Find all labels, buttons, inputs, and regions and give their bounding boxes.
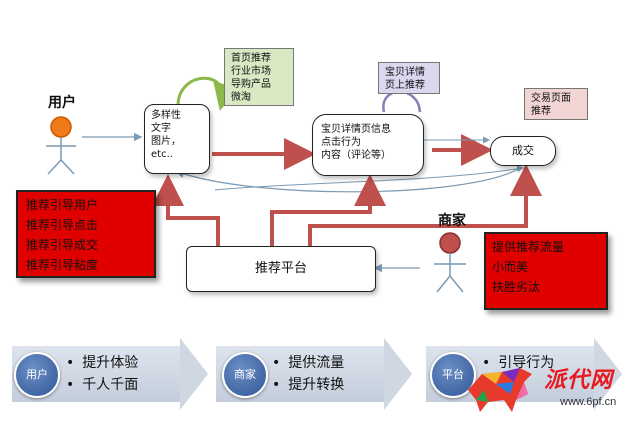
note-line: 页上推荐 [385,80,425,91]
band-merchant-circle: 商家 [222,352,268,398]
deal-node: 成交 [490,136,556,166]
band-user-circle: 用户 [14,352,60,398]
watermark-url: www.6pf.cn [560,396,617,408]
band-merchant-items: 提供流量 提升转换 [272,352,344,396]
detail-node-line: 内容（评论等） [321,150,391,161]
user-figure [46,116,76,175]
arrow-platform-to-content [152,174,220,246]
trade-rec-note: 交易页面 推荐 [524,88,588,120]
band-item: 提升体验 [66,352,138,374]
guidance-line: 推荐引导点击 [26,218,99,232]
content-node-line: 图片， [151,136,181,147]
content-node-line: 文字 [151,123,171,134]
merchant-figure [434,232,466,293]
note-line: 行业市场 [231,66,271,77]
band-user-items: 提升体验 千人千面 [66,352,138,396]
band-item: 千人千面 [66,374,138,396]
content-node: 多样性 文字 图片， etc.. [144,104,210,174]
content-node-line: etc.. [151,149,173,160]
note-line: 微淘 [231,92,251,103]
detail-node-line: 点击行为 [321,137,361,148]
user-label: 用户 [48,95,76,111]
guidance-line: 推荐引导粘度 [26,258,99,272]
benefit-line: 提供推荐流量 [492,240,565,254]
merchant-label: 商家 [438,213,466,229]
detail-node: 宝贝详情页信息 点击行为 内容（评论等） [312,114,424,176]
arrow-platform-to-detail [270,174,386,246]
guidance-line: 推荐引导成交 [26,238,99,252]
detail-node-line: 宝贝详情页信息 [321,124,391,135]
note-line: 交易页面 [531,93,571,104]
content-node-line: 多样性 [151,110,181,121]
loop-detail-rec [382,90,422,113]
user-guidance-box: 推荐引导用户 推荐引导点击 推荐引导成交 推荐引导粘度 [16,190,156,278]
arrow-platform-to-deal-red [308,164,542,246]
band-item: 提供流量 [272,352,344,374]
merchant-benefit-box: 提供推荐流量 小而美 扶胜劣汰 [484,232,608,310]
note-line: 导购产品 [231,79,271,90]
note-line: 宝贝详情 [385,67,425,78]
detail-rec-note: 宝贝详情 页上推荐 [378,62,440,94]
platform-node: 推荐平台 [186,246,376,292]
note-line: 推荐 [531,106,551,117]
band-item: 提升转换 [272,374,344,396]
guidance-line: 推荐引导用户 [26,198,99,212]
benefit-line: 扶胜劣汰 [492,280,541,294]
bull-logo-icon [468,368,532,412]
band-item: 引导行为 [482,352,554,374]
note-line: 首页推荐 [231,53,271,64]
loop-homepage [176,76,240,111]
watermark-brand: 派代网 [544,368,614,393]
homepage-rec-note: 首页推荐 行业市场 导购产品 微淘 [224,48,294,106]
band-platform-items: 引导行为 [482,352,554,374]
benefit-line: 小而美 [492,260,529,274]
